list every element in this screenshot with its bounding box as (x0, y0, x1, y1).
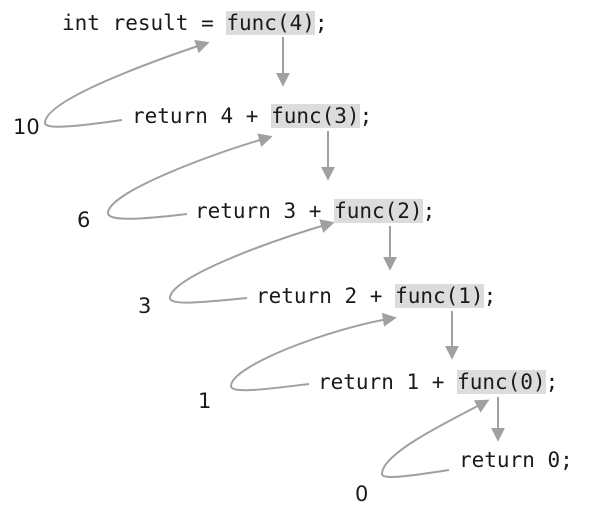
return-value-4: 1 (198, 389, 212, 413)
return-arrow-3 (168, 219, 335, 304)
code-line-4: return 2 + func(1); (256, 283, 496, 309)
code-line-5: return 1 + func(0); (318, 369, 558, 395)
return-arrow-5 (380, 399, 490, 478)
func-call-highlight: func(4) (226, 11, 315, 35)
func-call-highlight: func(2) (334, 199, 423, 223)
code-text: return 2 + (256, 284, 396, 308)
code-line-2: return 4 + func(3); (132, 103, 372, 129)
code-text: return 0; (459, 448, 573, 472)
code-terminator: ; (483, 284, 497, 308)
return-value-2: 6 (77, 208, 91, 232)
code-terminator: ; (314, 11, 328, 35)
return-value-5: 0 (355, 482, 369, 506)
code-line-3: return 3 + func(2); (195, 198, 435, 224)
code-terminator: ; (545, 370, 559, 394)
code-text: return 1 + (318, 370, 458, 394)
code-text: int result = (62, 11, 227, 35)
return-arrow-1 (43, 39, 210, 128)
return-arrow-4 (229, 312, 397, 392)
code-line-6: return 0; (459, 447, 573, 473)
func-call-highlight: func(0) (457, 370, 546, 394)
func-call-highlight: func(1) (395, 284, 484, 308)
return-arrow-2 (106, 133, 273, 220)
code-text: return 4 + (132, 104, 272, 128)
code-terminator: ; (422, 199, 436, 223)
return-value-3: 3 (138, 294, 152, 318)
code-terminator: ; (359, 104, 373, 128)
func-call-highlight: func(3) (271, 104, 360, 128)
code-text: return 3 + (195, 199, 335, 223)
return-value-1: 10 (13, 115, 40, 139)
code-line-1: int result = func(4); (62, 10, 328, 36)
